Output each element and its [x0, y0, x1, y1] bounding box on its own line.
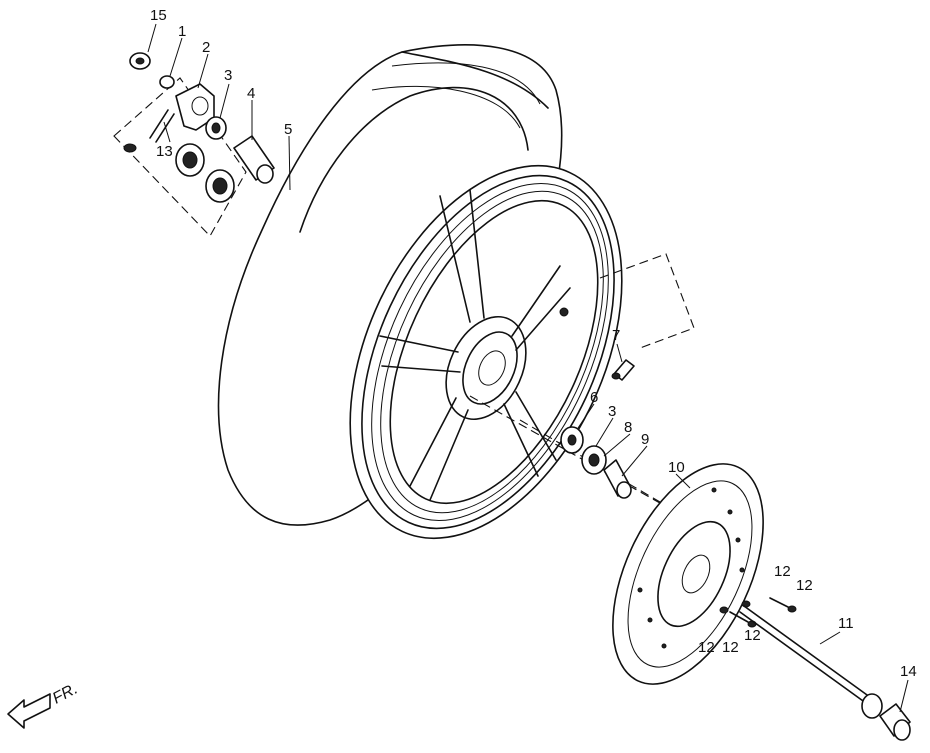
part-1-washer: [159, 75, 175, 89]
callout-2: 2: [202, 39, 210, 56]
part-14-axle-nut: [861, 693, 911, 741]
callout-10: 10: [668, 459, 685, 476]
right-parts-group: [469, 253, 911, 741]
left-parts-group: [113, 52, 275, 237]
callout-labels: 15 1 2 3 4 5 13 7 6 3 8 9 10 12 12 12 12…: [150, 7, 917, 680]
callout-14: 14: [900, 663, 917, 680]
part-13-bolt: [149, 109, 175, 143]
part-bearing-left: [175, 143, 235, 203]
callout-3: 3: [224, 67, 232, 84]
front-direction-indicator: FR.: [7, 680, 81, 729]
callout-15: 15: [150, 7, 167, 24]
front-direction-label: FR.: [50, 680, 81, 707]
callout-12a: 12: [774, 563, 791, 580]
part-15-nut: [129, 52, 151, 70]
callout-12d: 12: [722, 639, 739, 656]
callout-5: 5: [284, 121, 292, 138]
callout-3b: 3: [608, 403, 616, 420]
part-11-axle: [739, 605, 875, 707]
callout-6: 6: [590, 389, 598, 406]
callout-12e: 12: [744, 627, 761, 644]
leader-lines: [147, 23, 909, 713]
callout-8: 8: [624, 419, 632, 436]
callout-13: 13: [156, 143, 173, 160]
callout-12b: 12: [796, 577, 813, 594]
part-3-spacer: [205, 116, 227, 140]
callout-12c: 12: [698, 639, 715, 656]
part-6-seal: [560, 426, 584, 454]
callout-4: 4: [247, 85, 255, 102]
callout-11: 11: [838, 615, 854, 632]
part-8-bearing: [581, 445, 607, 475]
callout-9: 9: [641, 431, 649, 448]
part-7-valve: [611, 359, 635, 381]
part-9-collar: [603, 459, 632, 499]
callout-7: 7: [612, 327, 620, 344]
part-10-brake-disc: [612, 463, 764, 685]
front-arrow-icon: [7, 693, 51, 729]
rim: [349, 164, 623, 540]
callout-1: 1: [178, 23, 186, 40]
